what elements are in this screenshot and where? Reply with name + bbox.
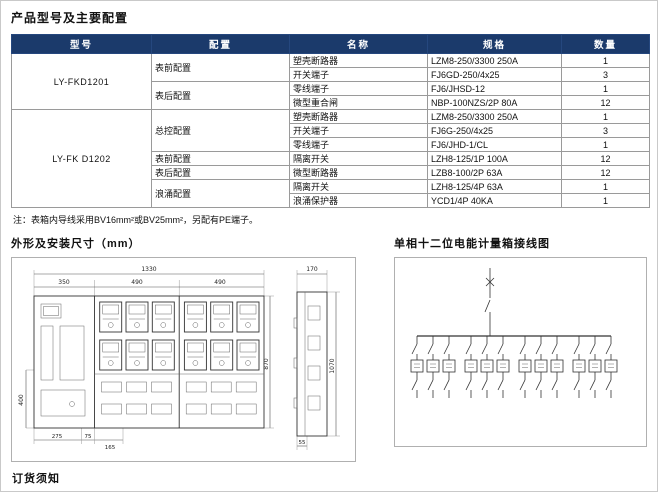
extension-lines — [33, 270, 328, 296]
spec-cell: FJ6/JHD-1/CL — [427, 137, 562, 152]
name-cell: 塑壳断路器 — [289, 53, 428, 68]
table-row: 浪涌配置 隔离开关 LZH8-125/4P 63A 1 — [12, 179, 650, 208]
wiring-section-title: 单相十二位电能计量箱接线图 — [394, 238, 550, 250]
qty-cell: 1 — [561, 81, 650, 96]
dim-bottom-b: 75 — [85, 434, 92, 440]
dim-side-bottom: 55 — [299, 440, 306, 446]
config-cell: 表后配置 — [151, 165, 290, 180]
spec-table: 型号 配置 名称 规格 数量 LY-FKD1201 表前配置 塑壳断路器 LZM… — [11, 34, 650, 208]
spec-cell: LZM8-250/3300 250A — [427, 53, 562, 68]
table-row: 表后配置 零线端子 FJ6/JHSD-12 1 — [12, 81, 650, 110]
wiring-diagram — [394, 257, 647, 447]
name-cell: 塑壳断路器 — [289, 109, 428, 124]
qty-cell: 1 — [561, 193, 650, 208]
config-cell: 浪涌配置 — [151, 179, 290, 208]
name-cell: 隔离开关 — [289, 151, 428, 166]
dimension-drawing-svg: 1330 350 490 490 170 870 1070 400 275 75… — [18, 266, 340, 451]
page-title: 产品型号及主要配置 — [11, 11, 129, 25]
config-cell: 表前配置 — [151, 151, 290, 166]
lower-sections: 外形及安装尺寸（mm） — [11, 235, 647, 462]
table-row: 浪涌保护器 YCD1/4P 40KA 1 — [12, 193, 650, 208]
front-view — [33, 295, 265, 429]
dim-col-right: 490 — [214, 279, 226, 286]
qty-cell: 3 — [561, 123, 650, 138]
table-row: 开关端子 FJ6GD-250/4x25 3 — [12, 67, 650, 82]
col-header-config: 配置 — [151, 34, 290, 54]
config-cell: 表前配置 — [151, 53, 290, 82]
dimensions-section-title: 外形及安装尺寸（mm） — [11, 238, 141, 250]
config-cell: 表后配置 — [151, 81, 290, 110]
spec-cell: FJ6GD-250/4x25 — [427, 67, 562, 82]
qty-cell: 1 — [561, 53, 650, 68]
dim-col-left: 350 — [58, 279, 70, 286]
col-header-model: 型号 — [11, 34, 152, 54]
qty-cell: 12 — [561, 151, 650, 166]
extension-lines-bottom — [26, 291, 340, 450]
dim-col-mid: 490 — [131, 279, 143, 286]
name-cell: 微型断路器 — [289, 165, 428, 180]
spec-cell: LZB8-100/2P 63A — [427, 165, 562, 180]
spec-cell: NBP-100NZS/2P 80A — [427, 95, 562, 110]
dim-bottom-c: 165 — [105, 445, 116, 451]
dim-front-height: 870 — [263, 358, 270, 370]
name-cell: 开关端子 — [289, 123, 428, 138]
spec-cell: FJ6G-250/4x25 — [427, 123, 562, 138]
qty-cell: 1 — [561, 179, 650, 194]
table-note: 注：表箱内导线采用BV16mm²或BV25mm²，另配有PE端子。 — [13, 215, 259, 225]
control-column — [40, 303, 86, 417]
name-cell: 开关端子 — [289, 67, 428, 82]
incoming-supply — [484, 268, 495, 336]
spec-cell: FJ6/JHSD-12 — [427, 81, 562, 96]
qty-cell: 3 — [561, 67, 650, 82]
dim-side-width: 170 — [306, 266, 318, 273]
dim-overall-width: 1330 — [141, 266, 156, 273]
col-header-qty: 数量 — [561, 34, 650, 54]
dimensions-drawing: 1330 350 490 490 170 870 1070 400 275 75… — [11, 257, 356, 462]
name-cell: 浪涌保护器 — [289, 193, 428, 208]
name-cell: 微型重合闸 — [289, 95, 428, 110]
spec-cell: LZH8-125/4P 63A — [427, 179, 562, 194]
qty-cell: 1 — [561, 137, 650, 152]
wiring-section: 单相十二位电能计量箱接线图 — [394, 235, 647, 447]
dim-bottom-a: 275 — [52, 434, 63, 440]
name-cell: 隔离开关 — [289, 179, 428, 194]
name-cell: 零线端子 — [289, 137, 428, 152]
table-row: LY-FK D1202 总控配置 塑壳断路器 LZM8-250/3300 250… — [11, 109, 650, 208]
table-row: 表前配置 隔离开关 LZH8-125/1P 100A 12 — [12, 151, 650, 166]
model-cell: LY-FK D1202 — [11, 109, 152, 208]
table-row: 零线端子 FJ6/JHD-1/CL 1 — [12, 137, 650, 152]
wiring-diagram-svg — [410, 268, 618, 399]
dimensions-section: 外形及安装尺寸（mm） — [11, 235, 366, 462]
spec-cell: YCD1/4P 40KA — [427, 193, 562, 208]
qty-cell: 12 — [561, 95, 650, 110]
spec-cell: LZM8-250/3300 250A — [427, 109, 562, 124]
spec-cell: LZH8-125/1P 100A — [427, 151, 562, 166]
meter-branches — [410, 335, 618, 399]
config-cell: 总控配置 — [151, 109, 290, 152]
col-header-spec: 规格 — [427, 34, 562, 54]
dim-side-height: 1070 — [329, 358, 336, 373]
col-header-name: 名称 — [289, 34, 428, 54]
table-row: LY-FKD1201 表前配置 塑壳断路器 LZM8-250/3300 250A… — [11, 53, 650, 110]
dimension-lines — [25, 273, 337, 447]
dim-door-height: 400 — [18, 394, 25, 406]
ordering-title: 订货须知 — [12, 473, 60, 485]
qty-cell: 1 — [561, 109, 650, 124]
model-cell: LY-FKD1201 — [11, 53, 152, 110]
name-cell: 零线端子 — [289, 81, 428, 96]
bottom-slots — [101, 381, 257, 415]
table-row: 表后配置 微型断路器 LZB8-100/2P 63A 12 — [12, 165, 650, 180]
qty-cell: 12 — [561, 165, 650, 180]
side-view — [293, 291, 328, 437]
table-header-row: 型号 配置 名称 规格 数量 — [11, 34, 650, 54]
